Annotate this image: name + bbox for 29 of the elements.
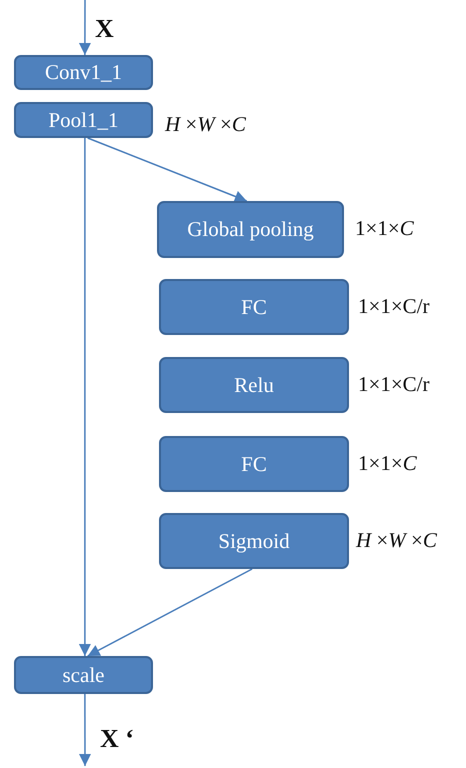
arrow [87, 137, 248, 202]
process-box [159, 357, 349, 413]
dimension-label: H ×W ×C [356, 528, 437, 553]
edge-label: X [95, 14, 114, 44]
node-label: FC [241, 294, 267, 320]
node-label: Global pooling [187, 217, 314, 242]
node-label: Relu [234, 372, 274, 398]
arrow [78, 138, 91, 656]
process-box [159, 513, 349, 569]
dimension-label: 1×1×C [358, 451, 417, 476]
dimension-label: 1×1×C/r [358, 294, 430, 319]
process-box [14, 102, 153, 138]
process-box [14, 55, 153, 90]
process-box [159, 279, 349, 335]
node-label: Conv1_1 [44, 60, 122, 85]
node-label: Sigmoid [218, 528, 290, 554]
process-box [159, 436, 349, 492]
process-box [14, 656, 153, 694]
dimension-label: 1×1×C [355, 216, 414, 241]
dimension-label: H ×W ×C [165, 112, 246, 137]
node-label: scale [62, 662, 104, 688]
edge-label: X ‘ [100, 724, 134, 754]
node-label: FC [241, 452, 267, 476]
process-box [157, 201, 344, 258]
arrow [87, 568, 252, 657]
dimension-label: 1×1×C/r [358, 372, 430, 397]
arrow [78, 694, 91, 766]
node-label: Pool1_1 [48, 108, 118, 132]
arrow [78, 0, 91, 55]
